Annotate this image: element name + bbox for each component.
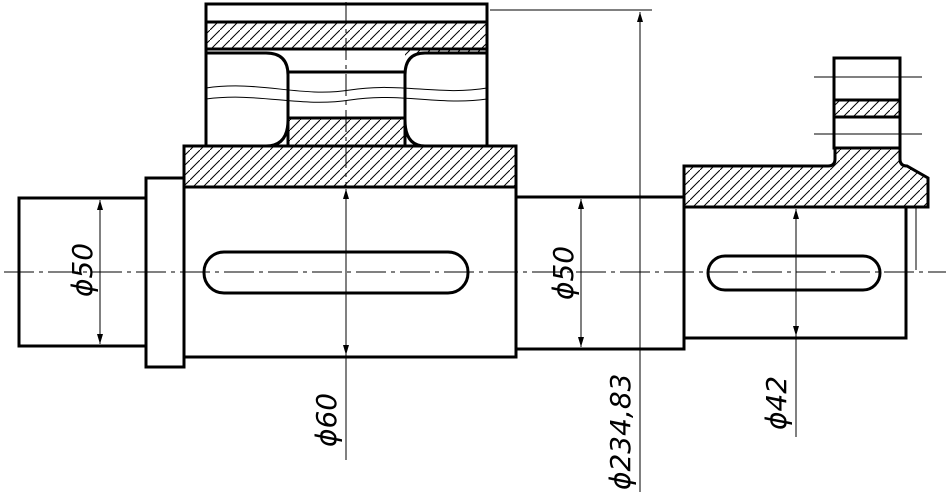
gear-web-section <box>288 49 487 73</box>
dim-hub-arrow-bottom <box>343 345 349 355</box>
hub-hatched-section <box>182 144 518 189</box>
dim-right-shaft-arrow-bottom <box>793 326 799 336</box>
middle-journal <box>514 195 686 351</box>
gear-web-left-shape <box>206 51 290 148</box>
hub-keyway <box>202 250 470 295</box>
gear-web-right-shape <box>403 51 487 148</box>
dim-middle-journal-label: ϕ50 <box>547 246 580 300</box>
pinion-tooth-hatch <box>832 98 902 119</box>
dim-right-shaft-label: ϕ42 <box>760 376 793 430</box>
dim-hub-label: ϕ60 <box>310 393 343 447</box>
right-keyway <box>706 254 882 292</box>
dim-gear-tip-label: ϕ234,83 <box>604 374 637 490</box>
gear-break-line-2 <box>205 96 488 103</box>
pinion-hatched-section <box>682 146 930 209</box>
dim-left-journal-label: ϕ50 <box>66 243 99 297</box>
gear-break-line-1 <box>205 85 488 93</box>
